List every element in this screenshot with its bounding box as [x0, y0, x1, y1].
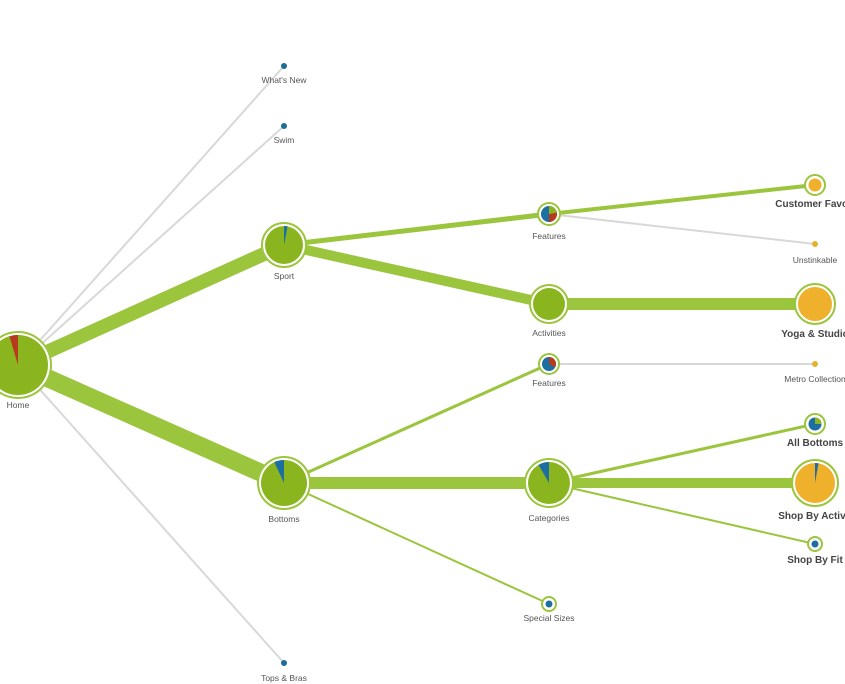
node-swim-label: Swim: [274, 135, 295, 145]
node-categories-label: Categories: [528, 513, 569, 523]
node-tops-bras-label: Tops & Bras: [261, 673, 307, 683]
node-customer-favorites-label: Customer Favori: [775, 199, 845, 210]
node-features-bottoms[interactable]: Features: [532, 353, 566, 388]
node-features-bottoms-label: Features: [532, 378, 566, 388]
link-home-swim: [17, 125, 285, 366]
shop-by-activity-slice-blue: [815, 462, 819, 483]
node-yoga-studio[interactable]: Yoga & Studio: [781, 283, 845, 340]
link-bottoms-special-sizes: [283, 482, 550, 605]
link-features-unstinkable: [548, 213, 816, 245]
node-customer-favorites[interactable]: Customer Favori: [775, 174, 845, 210]
link-categories-all-bottoms: [548, 422, 816, 485]
features-sport-slice-green: [549, 205, 557, 214]
node-all-bottoms-label: All Bottoms: [787, 438, 844, 449]
node-shop-by-fit-label: Shop By Fit: [787, 555, 843, 566]
node-sport[interactable]: Sport: [261, 222, 307, 281]
node-home-label: Home: [7, 400, 30, 410]
sport-pie-slice-blue: [284, 225, 288, 245]
node-categories[interactable]: Categories: [524, 458, 574, 523]
node-special-sizes[interactable]: Special Sizes: [523, 596, 575, 623]
categories-pie-slice-blue: [538, 462, 549, 483]
link-home-sport: [15, 238, 287, 372]
node-tops-bras[interactable]: Tops & Bras: [261, 660, 307, 683]
bottoms-pie-slice-blue: [274, 459, 284, 483]
node-unstinkable-label: Unstinkable: [793, 255, 838, 265]
features-bottoms-slice-red: [549, 357, 556, 368]
node-shop-by-fit[interactable]: Shop By Fit: [787, 536, 843, 566]
node-swim[interactable]: Swim: [274, 123, 295, 145]
link-categories-shop-by-fit: [548, 482, 816, 545]
link-home-bottoms: [14, 356, 288, 492]
node-unstinkable[interactable]: Unstinkable: [793, 241, 838, 265]
link-bottoms-features: [283, 362, 550, 485]
all-bottoms-slice-green: [815, 417, 822, 424]
node-features-sport[interactable]: Features: [532, 202, 566, 241]
link-home-tops-bras: [17, 364, 285, 664]
node-sport-label: Sport: [274, 271, 295, 281]
link-sport-activities: [282, 240, 551, 309]
node-metro-collection[interactable]: Metro Collection: [784, 361, 845, 384]
node-shop-by-activity-label: Shop By Activit: [778, 511, 845, 522]
node-bottoms[interactable]: Bottoms: [257, 456, 311, 524]
node-special-sizes-label: Special Sizes: [523, 613, 574, 623]
node-activities-label: Activities: [532, 328, 566, 338]
node-features-sport-label: Features: [532, 231, 566, 241]
node-whats-new-label: What's New: [261, 75, 307, 85]
home-pie-slice-red: [9, 334, 18, 365]
node-home[interactable]: Home: [0, 331, 52, 410]
node-all-bottoms[interactable]: All Bottoms: [787, 413, 844, 449]
node-shop-by-activity[interactable]: Shop By Activit: [778, 459, 845, 522]
links: [14, 65, 816, 664]
nodes: Home What's New Swim Sport Bottoms: [0, 63, 845, 683]
link-features-customer-favorites: [548, 183, 816, 216]
link-sport-features: [283, 211, 550, 248]
node-metro-collection-label: Metro Collection: [784, 374, 845, 384]
node-yoga-studio-label: Yoga & Studio: [781, 329, 845, 340]
node-bottoms-label: Bottoms: [268, 514, 299, 524]
link-home-whats-new: [17, 65, 285, 366]
node-activities[interactable]: Activities: [529, 284, 569, 338]
node-whats-new[interactable]: What's New: [261, 63, 307, 85]
